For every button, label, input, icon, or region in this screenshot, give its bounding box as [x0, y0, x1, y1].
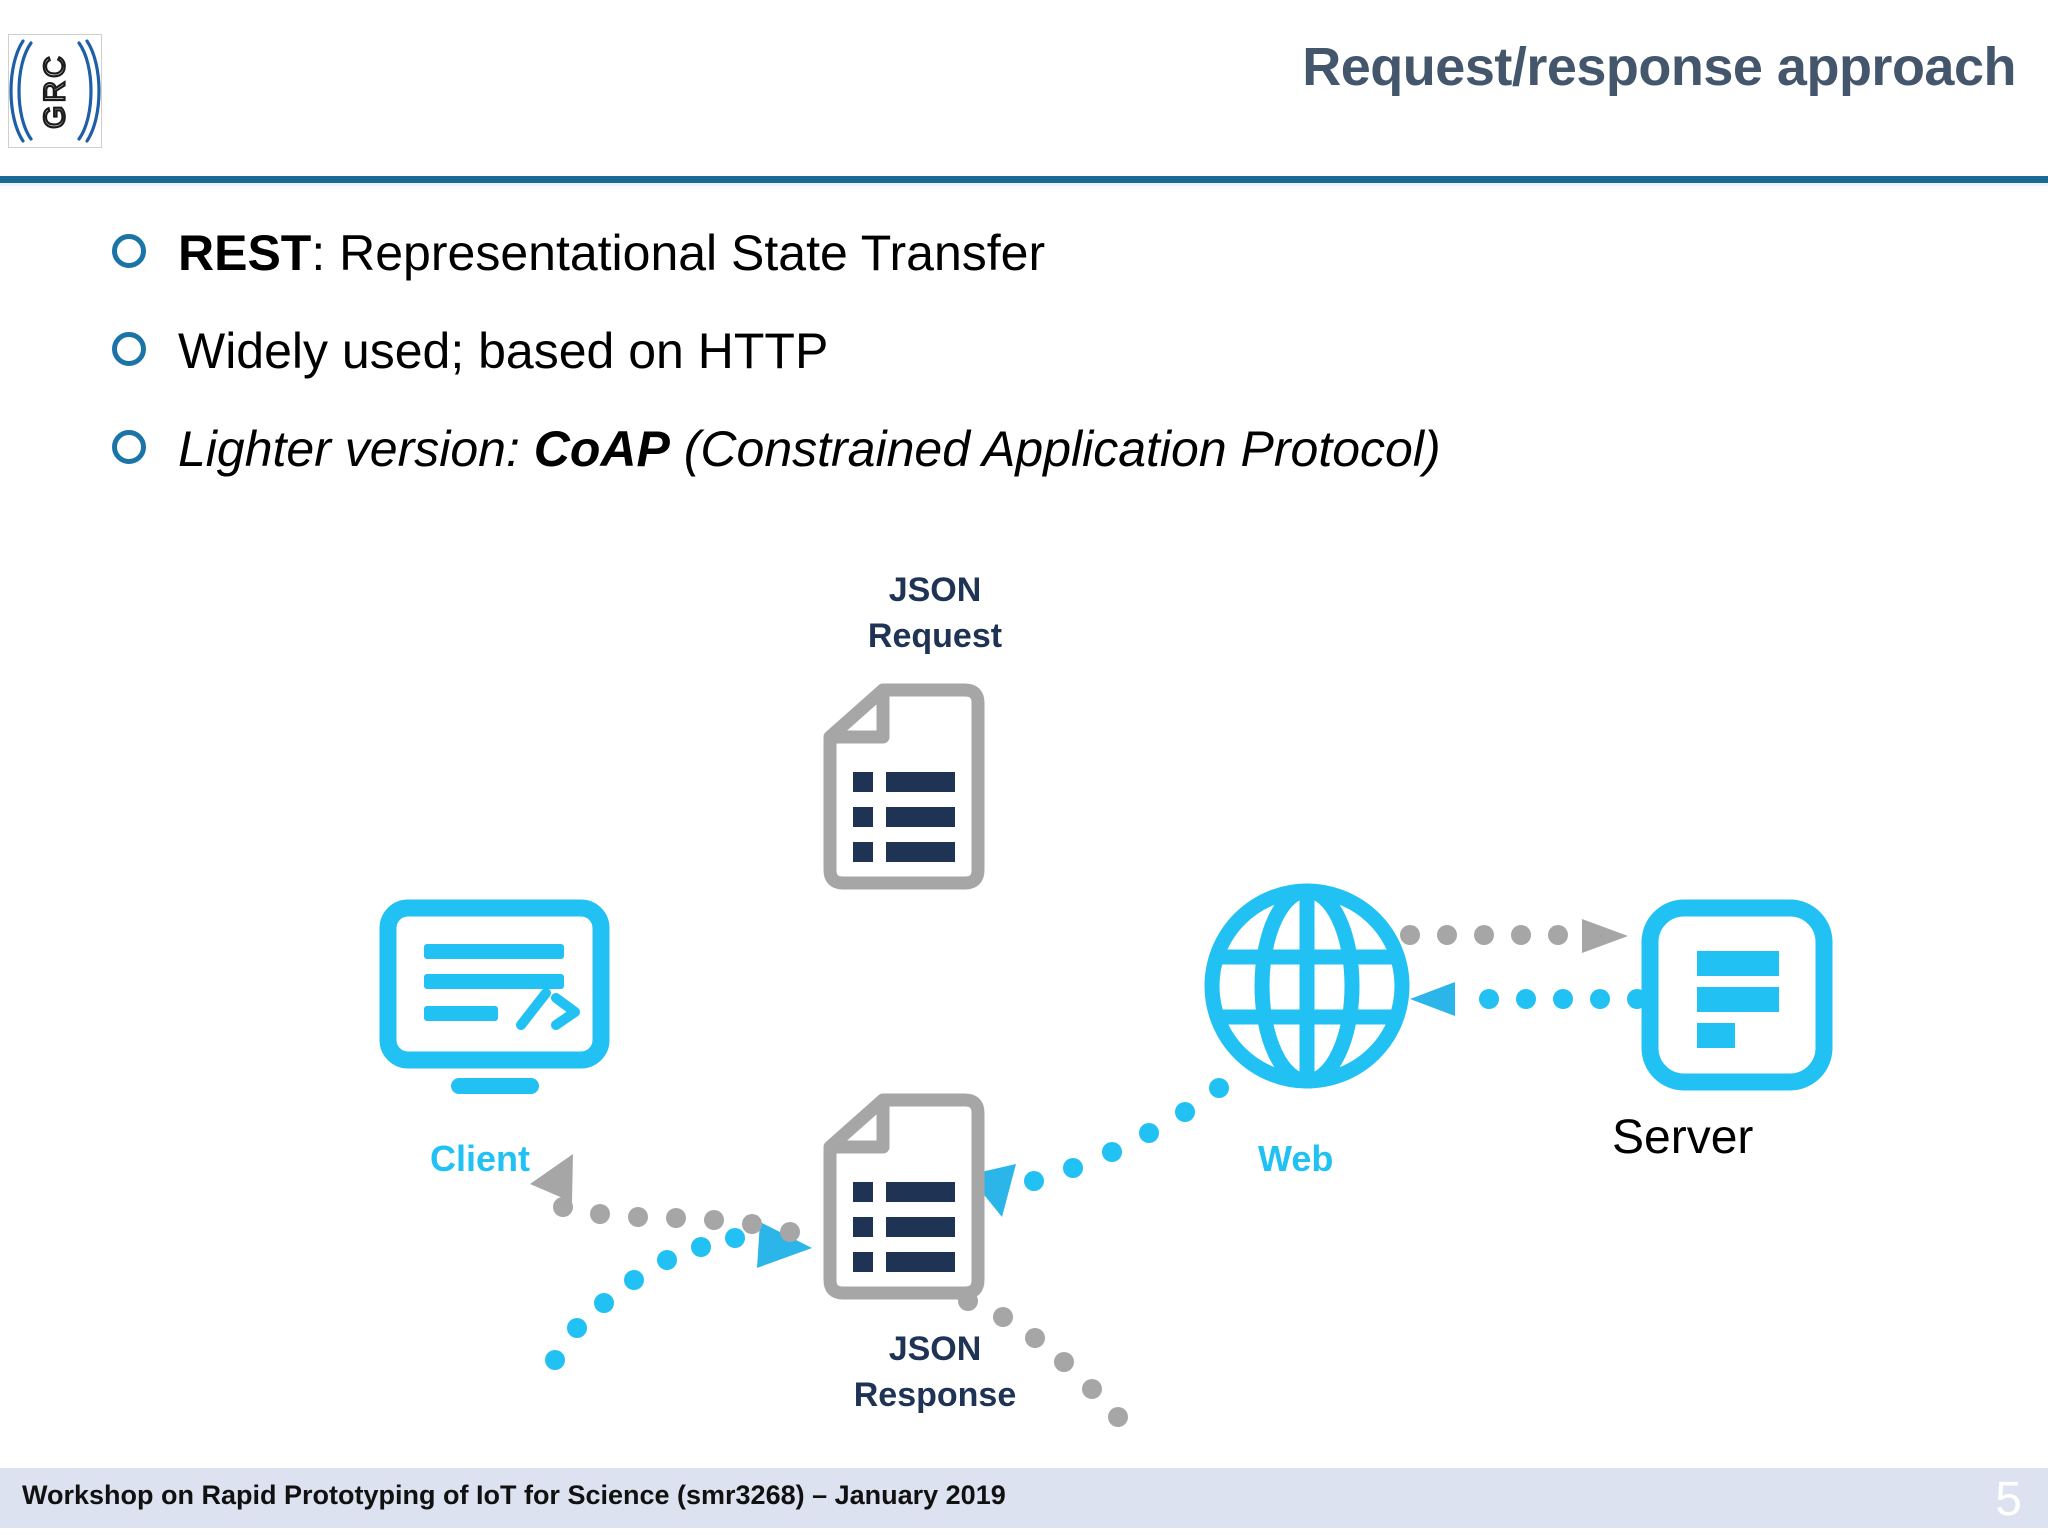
diagram-canvas: [379, 683, 1833, 1427]
label-json-response-line2: Response: [853, 1376, 1017, 1414]
bullet-text-rest: REST: Representational State Transfer: [178, 218, 1045, 288]
flow-client-to-request: [545, 1222, 812, 1370]
bullet-list: REST: Representational State Transfer Wi…: [112, 218, 1972, 512]
label-json-request-line2: Request: [867, 617, 1003, 655]
server-bars-icon: [1641, 899, 1833, 1091]
globe-icon: [1204, 883, 1410, 1089]
footer-text: Workshop on Rapid Prototyping of IoT for…: [22, 1480, 1006, 1510]
bullet-circle-icon: [112, 234, 146, 268]
bullet-text-http: Widely used; based on HTTP: [178, 323, 829, 379]
bullet-rest-keyword: REST: [178, 225, 312, 281]
flow-response-to-client: [530, 1154, 800, 1242]
label-json-request-line1: JSON: [888, 571, 982, 609]
label-client: Client: [430, 1138, 531, 1179]
bullet-text-coap: Lighter version: CoAP (Constrained Appli…: [178, 414, 1441, 484]
bullet-rest-rest: : Representational State Transfer: [311, 225, 1046, 281]
bullet-item-coap: Lighter version: CoAP (Constrained Appli…: [112, 414, 1972, 488]
slide-number: 5: [1995, 1473, 2022, 1526]
label-json-request: JSON Request: [825, 567, 1045, 659]
header-divider: [0, 176, 2048, 183]
flow-web-to-response: [968, 1078, 1229, 1217]
label-server: Server: [1612, 1111, 1754, 1164]
document-list-icon-request: [823, 683, 985, 890]
grc-logo-icon: GRC: [9, 39, 101, 143]
svg-text:GRC: GRC: [39, 53, 72, 129]
bullet-item-http: Widely used; based on HTTP: [112, 316, 1972, 390]
bullet-circle-icon: [112, 430, 146, 464]
bullet-circle-icon: [112, 332, 146, 366]
label-json-response: JSON Response: [825, 1326, 1045, 1418]
label-web: Web: [1258, 1138, 1334, 1179]
bullet-item-rest: REST: Representational State Transfer: [112, 218, 1972, 292]
page-title: Request/response approach: [1302, 37, 2016, 97]
footer-band: [0, 1468, 2048, 1528]
request-response-diagram: JSON Request JSON Response Client Web Se…: [0, 520, 2048, 1430]
bullet-coap-tail: (Constrained Application Protocol): [669, 421, 1441, 477]
flow-server-to-web: [1410, 982, 1647, 1016]
grc-logo: GRC: [8, 34, 102, 148]
flow-web-to-server: [1400, 919, 1628, 953]
label-json-response-line1: JSON: [888, 1330, 982, 1368]
monitor-code-icon: [379, 899, 610, 1094]
bullet-coap-keyword: CoAP: [533, 421, 670, 477]
slide-header: GRC Request/response approach: [0, 0, 2048, 186]
header-divider-shadow: [0, 183, 2048, 186]
bullet-coap-lead: Lighter version:: [178, 421, 534, 477]
document-list-icon-response: [823, 1093, 985, 1300]
